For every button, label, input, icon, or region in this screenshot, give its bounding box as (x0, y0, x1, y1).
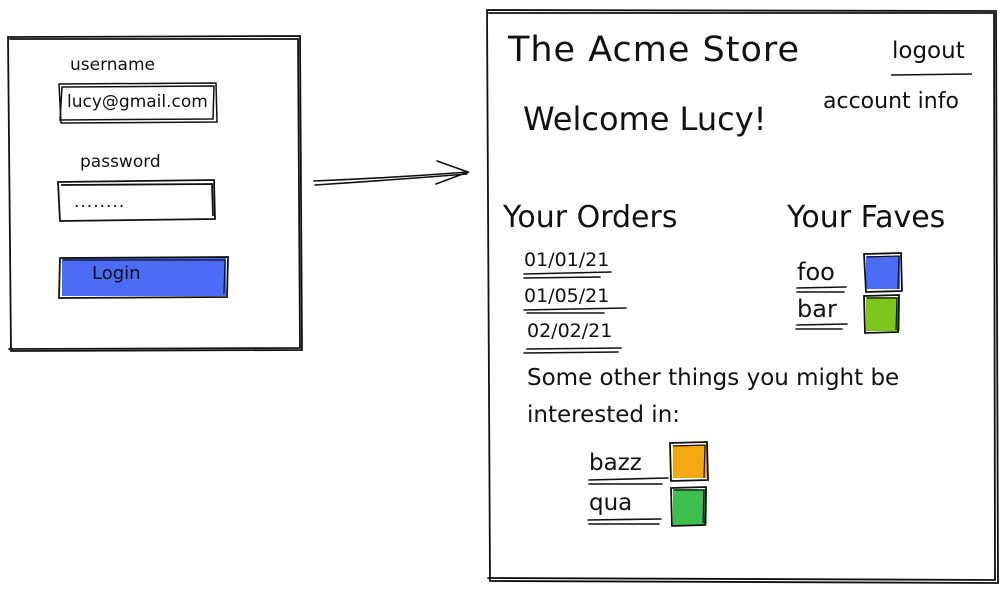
store-frame (486, 9, 999, 584)
username-input[interactable]: lucy@gmail.com (67, 92, 208, 112)
login-frame (7, 35, 303, 352)
password-field-border (57, 179, 216, 222)
faves-heading: Your Faves (787, 200, 946, 235)
suggestion-swatch-qua (670, 486, 707, 527)
username-label: username (70, 55, 155, 75)
suggestions-intro-line1: Some other things you might be (527, 365, 900, 391)
store-title: The Acme Store (508, 30, 801, 70)
fave-swatch-bar (863, 294, 900, 334)
password-input[interactable]: ........ (74, 192, 126, 212)
suggestion-link-qua[interactable]: qua (589, 490, 633, 516)
suggestions-intro-line2: interested in: (527, 402, 681, 428)
logout-underline (890, 73, 973, 76)
account-info-link[interactable]: account info (823, 89, 959, 114)
password-label: password (80, 152, 161, 172)
orders-heading: Your Orders (503, 200, 678, 235)
faves-underlines (795, 286, 848, 330)
flow-arrow (313, 160, 471, 186)
order-link[interactable]: 01/05/21 (524, 285, 610, 307)
orders-underlines (523, 271, 627, 354)
order-link[interactable]: 02/02/21 (527, 320, 613, 342)
order-link[interactable]: 01/01/21 (524, 249, 610, 271)
suggestion-link-bazz[interactable]: bazz (589, 450, 642, 476)
logout-link[interactable]: logout (892, 38, 965, 64)
login-button-label[interactable]: Login (92, 263, 141, 284)
fave-swatch-foo (863, 252, 903, 293)
login-button-shape[interactable] (58, 256, 229, 299)
suggestion-underlines (587, 477, 669, 525)
fave-link-foo[interactable]: foo (797, 258, 835, 286)
welcome-message: Welcome Lucy! (523, 100, 767, 138)
suggestion-swatch-bazz (669, 441, 709, 482)
fave-link-bar[interactable]: bar (797, 295, 837, 323)
username-field-border (58, 82, 218, 124)
